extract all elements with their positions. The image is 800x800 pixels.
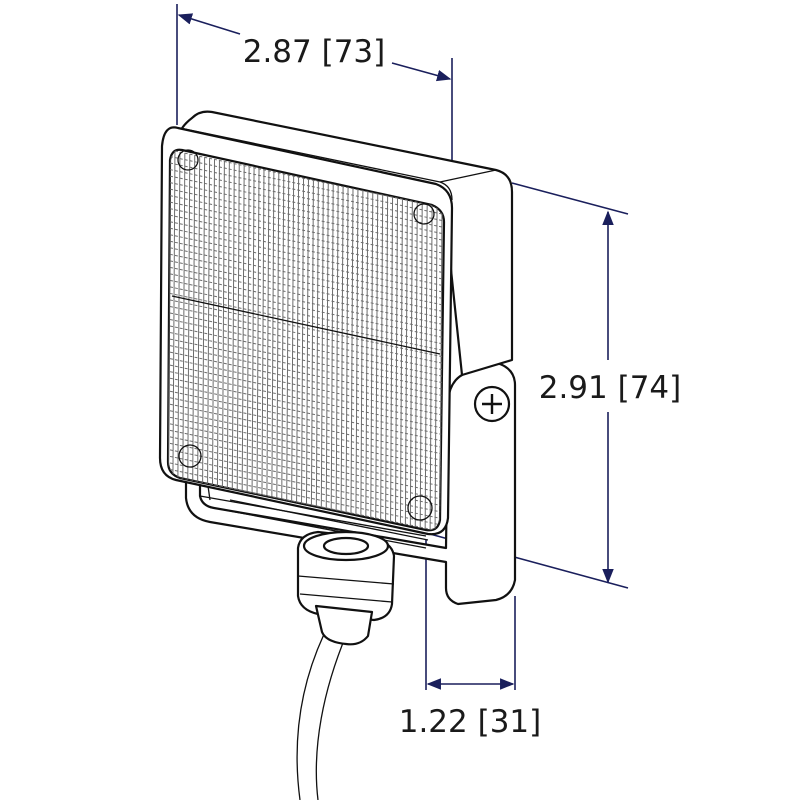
lens-grid-line	[169, 221, 444, 280]
lens-grid-line	[169, 338, 444, 397]
lens-grid-line	[169, 260, 444, 319]
lens-grid-line	[197, 156, 201, 483]
lens-grid-line	[169, 371, 444, 429]
lens-grid-line	[169, 345, 444, 403]
lens-grid-line	[187, 154, 191, 481]
lens-grid-line	[380, 195, 384, 520]
depth-label: 1.22 [31]	[399, 704, 542, 740]
lens-grid-line	[169, 410, 444, 468]
lens-grid-line	[169, 397, 444, 455]
lens-grid-line	[221, 161, 225, 488]
lens-grid-line	[216, 160, 220, 487]
lens-grid-line	[385, 196, 389, 521]
lens-grid-line	[177, 152, 181, 479]
lens-grid-line	[169, 240, 444, 300]
lens-grid-line	[169, 390, 444, 449]
lens-grid-line	[169, 214, 444, 274]
lens-grid-line	[192, 155, 196, 482]
lens-grid-line	[394, 198, 398, 523]
lens-grid-line	[169, 169, 444, 228]
lens-grid-line	[169, 429, 444, 488]
lens-grid-line	[169, 279, 444, 339]
lens-grid-line	[169, 364, 444, 423]
lens-grid-line	[169, 319, 444, 377]
depth-dimension: 1.22 [31]	[399, 540, 542, 740]
lens-grid-line	[169, 312, 444, 371]
lens-grid-line	[256, 168, 260, 495]
lens-grid-line	[169, 273, 444, 332]
lens-grid-line	[169, 175, 444, 235]
lens-grid-line	[169, 377, 444, 436]
screw-icon	[473, 385, 511, 423]
lens-grid-line	[429, 205, 433, 530]
lens-grid-line	[169, 299, 444, 358]
lens-grid-line	[169, 384, 444, 442]
lens-grid-line	[169, 416, 444, 475]
lens-grid-line	[251, 167, 255, 494]
lens-grid-line	[241, 165, 245, 492]
lens-grid-line	[169, 423, 444, 481]
lens-grid-line	[169, 403, 444, 462]
lens-grid-line	[207, 158, 211, 485]
lens-grid-line	[231, 163, 235, 490]
height-dimension: 2.91 [74]	[429, 182, 682, 589]
lens-grid-line	[169, 156, 444, 215]
lens-grid-line	[182, 153, 186, 480]
lens-grid-line	[169, 227, 444, 287]
lens-grid-line	[169, 182, 444, 241]
width-dimension: 2.87 [73]	[176, 4, 453, 200]
lens-grid-line	[169, 358, 444, 416]
lens-grid-line	[169, 292, 444, 352]
height-label: 2.91 [74]	[539, 370, 682, 406]
lens-grid-line	[414, 202, 418, 527]
lens-grid-line	[246, 166, 250, 493]
lens-grid-line	[169, 462, 444, 520]
lens-grid-line	[439, 207, 443, 531]
lens-grid-line	[236, 164, 240, 491]
lens-grid-line	[169, 195, 444, 254]
lens-grid-line	[169, 162, 444, 222]
lens-grid-line	[399, 199, 403, 524]
lens-grid-line	[169, 468, 444, 527]
lens	[166, 148, 446, 532]
height-extension-top	[511, 182, 629, 215]
lens-grid-line	[169, 234, 444, 293]
lens-grid-line	[169, 442, 444, 501]
cable-grommet	[296, 530, 396, 646]
lens-grid-line	[404, 200, 408, 525]
lens-grid-line	[434, 206, 438, 531]
lens-grid-line	[212, 159, 216, 486]
lens-grid	[168, 149, 444, 531]
lens-grid-line	[169, 455, 444, 514]
lens-grid-line	[169, 351, 444, 410]
lens-grid-line	[169, 436, 444, 494]
lens-grid-line	[169, 449, 444, 507]
lens-grid-line	[226, 162, 230, 489]
lens-grid-line	[169, 325, 444, 384]
lens-grid-line	[169, 475, 444, 531]
lens-grid-line	[169, 149, 444, 209]
width-arrow-right	[391, 62, 452, 82]
width-label: 2.87 [73]	[243, 34, 386, 70]
lens-grid-line	[409, 201, 413, 526]
lens-grid-line	[172, 151, 176, 478]
lens-grid-line	[390, 197, 394, 522]
lens-grid-line	[419, 203, 423, 528]
lens-grid-line	[169, 247, 444, 306]
cable	[296, 621, 351, 800]
lens-grid-line	[169, 208, 444, 267]
lens-grid-line	[169, 266, 444, 326]
lens-grid-line	[169, 286, 444, 345]
lens-grid-line	[202, 157, 206, 484]
width-arrow-left	[177, 13, 241, 35]
lens-grid-line	[169, 201, 444, 261]
lens-grid-line	[424, 204, 428, 529]
lens-grid-line	[169, 332, 444, 390]
lens-grid-line	[169, 253, 444, 313]
lens-grid-line	[370, 193, 374, 518]
lens-grid-line	[375, 194, 379, 519]
lens-grid-line	[169, 188, 444, 248]
lens-grid-line	[169, 305, 444, 365]
